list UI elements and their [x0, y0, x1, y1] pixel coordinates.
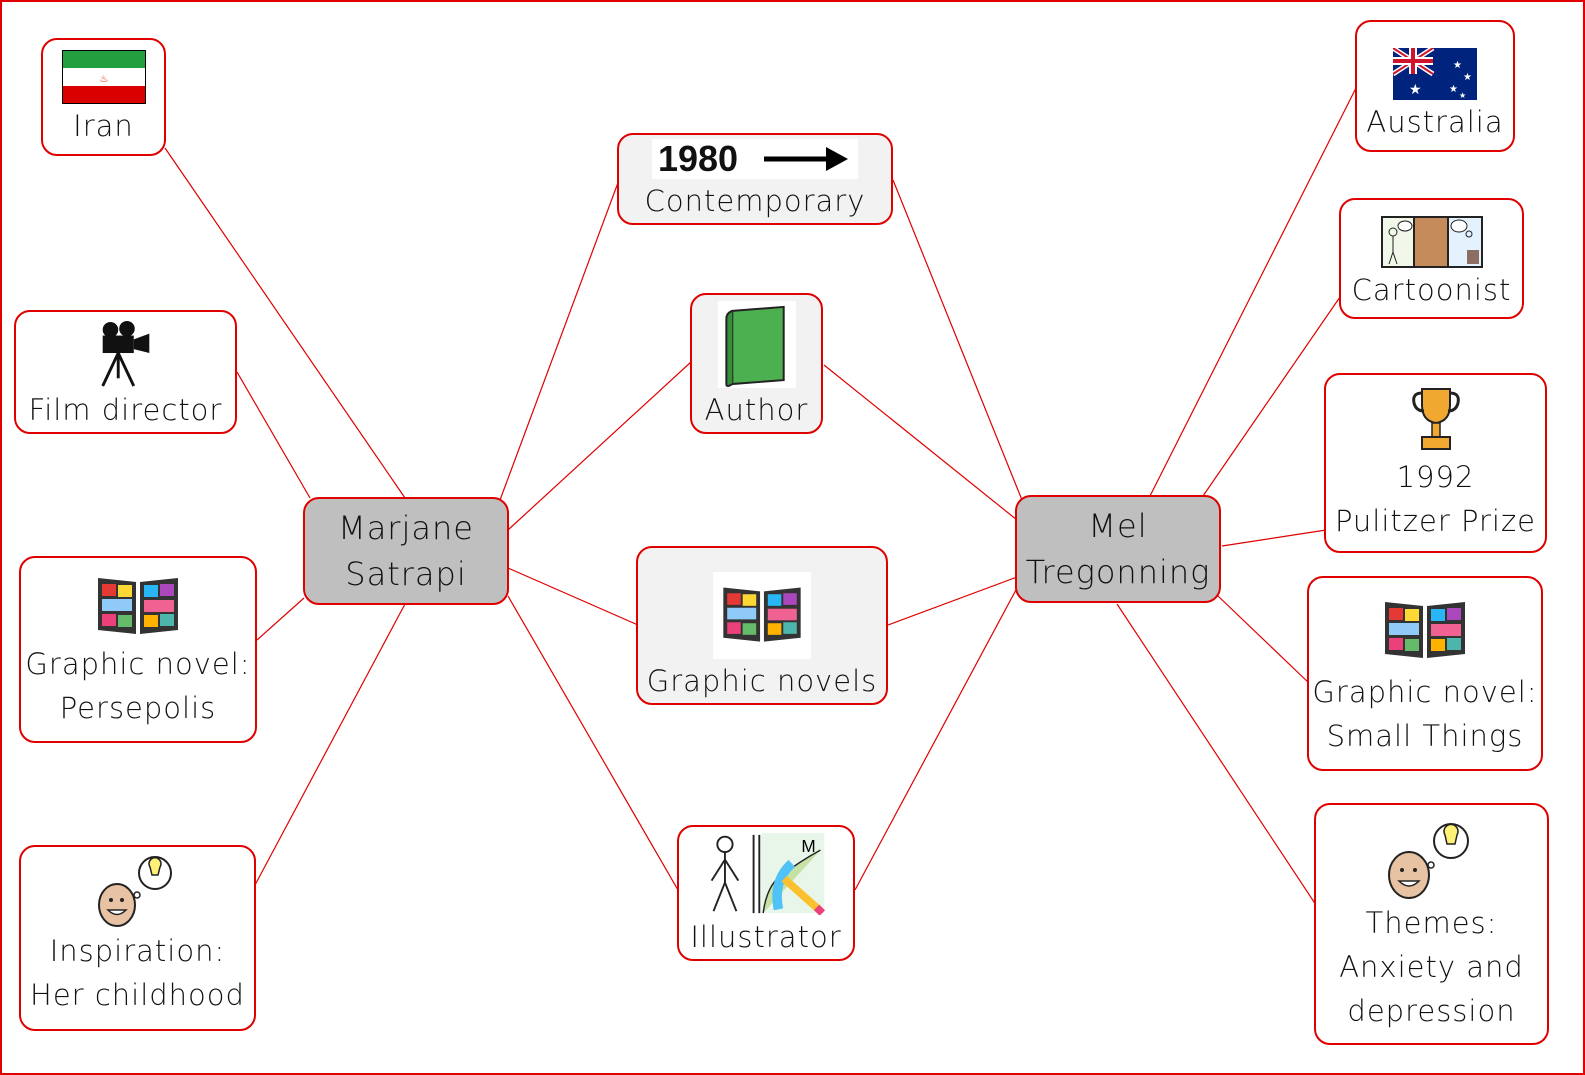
node-label: Cartoonist [1351, 273, 1512, 307]
svg-text:★: ★ [1449, 84, 1458, 95]
node-label: Illustrator [690, 920, 842, 954]
comic-book-icon [713, 572, 811, 659]
hub-name-line1: Marjane [338, 509, 474, 547]
node-label-line1: Themes: [1365, 906, 1498, 940]
hub-name-line1: Mel [1088, 507, 1148, 545]
node-label: Film director [28, 393, 223, 427]
movie-camera-icon [100, 320, 149, 387]
svg-text:♨: ♨ [99, 74, 108, 85]
node-label: Australia [1366, 105, 1504, 139]
thinking-head-icon [97, 856, 172, 927]
thinking-head-icon [1387, 823, 1469, 899]
hub-name-line2: Satrapi [345, 555, 467, 593]
arrow-right-icon [764, 147, 849, 171]
node-label-line1: Graphic novel: [25, 647, 251, 681]
hub-name-line2: Tregonning [1025, 553, 1211, 591]
node-label-line2: Small Things [1326, 719, 1524, 753]
timeline-year: 1980 [657, 138, 739, 179]
hub-mel-tregonning: Mel Tregonning [1015, 495, 1221, 603]
node-label: Iran [73, 109, 134, 143]
node-label: Author [704, 393, 809, 427]
node-iran: ♨ Iran [41, 38, 166, 156]
node-contemporary: 1980 Contemporary [617, 133, 893, 225]
node-cartoonist: Cartoonist [1339, 198, 1524, 319]
node-illustrator: M Illustrator [677, 825, 855, 961]
node-inspiration: Inspiration: Her childhood [19, 845, 256, 1031]
svg-text:★: ★ [1459, 91, 1466, 100]
node-label-line2: Persepolis [59, 691, 217, 725]
svg-text:M: M [801, 836, 815, 856]
svg-text:★: ★ [1463, 72, 1472, 83]
node-graphic-novel-small-things: Graphic novel: Small Things [1307, 576, 1543, 771]
node-pulitzer-prize: 1992 Pulitzer Prize [1324, 373, 1547, 553]
flag-australia-icon: ★ ★ ★ ★ ★ [1393, 48, 1477, 100]
comic-book-icon [98, 578, 178, 634]
node-graphic-novels: Graphic novels [636, 546, 888, 705]
node-graphic-novel-persepolis: Graphic novel: Persepolis [19, 556, 257, 743]
node-label: Graphic novels [646, 664, 878, 698]
cartoon-strip-icon [1380, 216, 1483, 268]
trophy-icon [1411, 388, 1460, 450]
node-film-director: Film director [14, 310, 237, 434]
comic-book-icon [1385, 602, 1465, 658]
node-author: Author [690, 293, 823, 434]
node-label-line1: Inspiration: [49, 934, 226, 968]
node-label-line2: Anxiety and [1339, 950, 1524, 984]
award-year: 1992 [1396, 460, 1475, 494]
svg-text:★: ★ [1409, 82, 1422, 98]
node-australia: ★ ★ ★ ★ ★ Australia [1355, 20, 1515, 152]
node-label: Contemporary [644, 184, 866, 218]
node-label-line1: Graphic novel: [1312, 675, 1538, 709]
illustrator-icon: M [710, 832, 826, 915]
green-book-icon [717, 301, 796, 388]
svg-text:★: ★ [1453, 60, 1462, 71]
node-label: Pulitzer Prize [1334, 504, 1537, 538]
flag-iran-icon: ♨ [61, 50, 146, 104]
node-label-line3: depression [1347, 994, 1516, 1028]
timeline-marker: 1980 [651, 138, 859, 179]
node-label-line2: Her childhood [30, 978, 245, 1012]
hub-marjane-satrapi: Marjane Satrapi [303, 497, 509, 605]
node-themes: Themes: Anxiety and depression [1314, 803, 1549, 1045]
